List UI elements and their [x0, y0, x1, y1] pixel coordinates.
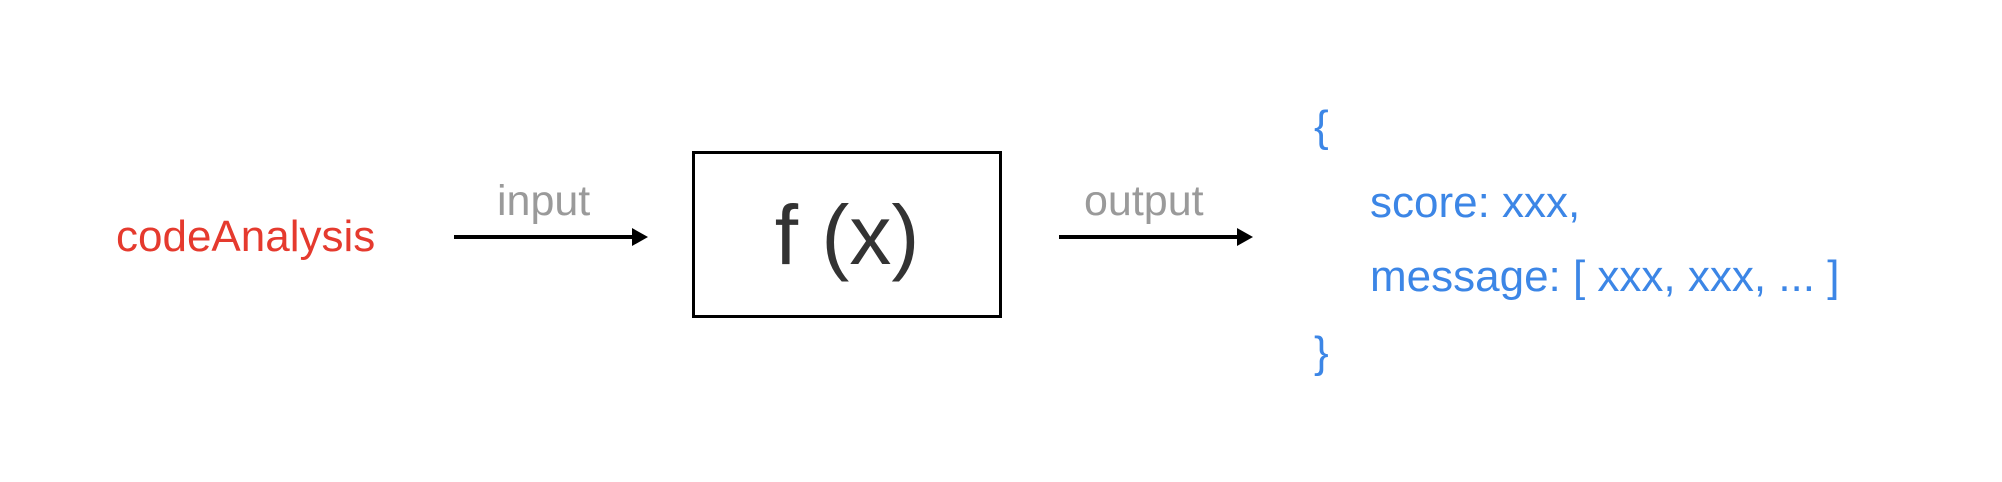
function-label: f (x) — [774, 187, 920, 282]
output-arrowhead-icon — [1237, 228, 1253, 246]
output-edge-label: output — [1084, 177, 1204, 225]
output-message-line: message: [ xxx, xxx, ... ] — [1370, 252, 1840, 301]
output-open-brace: { — [1314, 102, 1329, 151]
output-arrow-shaft — [1059, 235, 1239, 239]
input-arrow — [454, 221, 648, 251]
output-arrow — [1059, 221, 1253, 251]
output-score-line: score: xxx, — [1370, 178, 1581, 227]
input-edge-label: input — [497, 177, 591, 225]
source-label: codeAnalysis — [116, 212, 376, 261]
output-close-brace: } — [1314, 328, 1329, 377]
input-arrow-shaft — [454, 235, 634, 239]
function-box: f (x) — [692, 151, 1002, 318]
input-arrowhead-icon — [632, 228, 648, 246]
